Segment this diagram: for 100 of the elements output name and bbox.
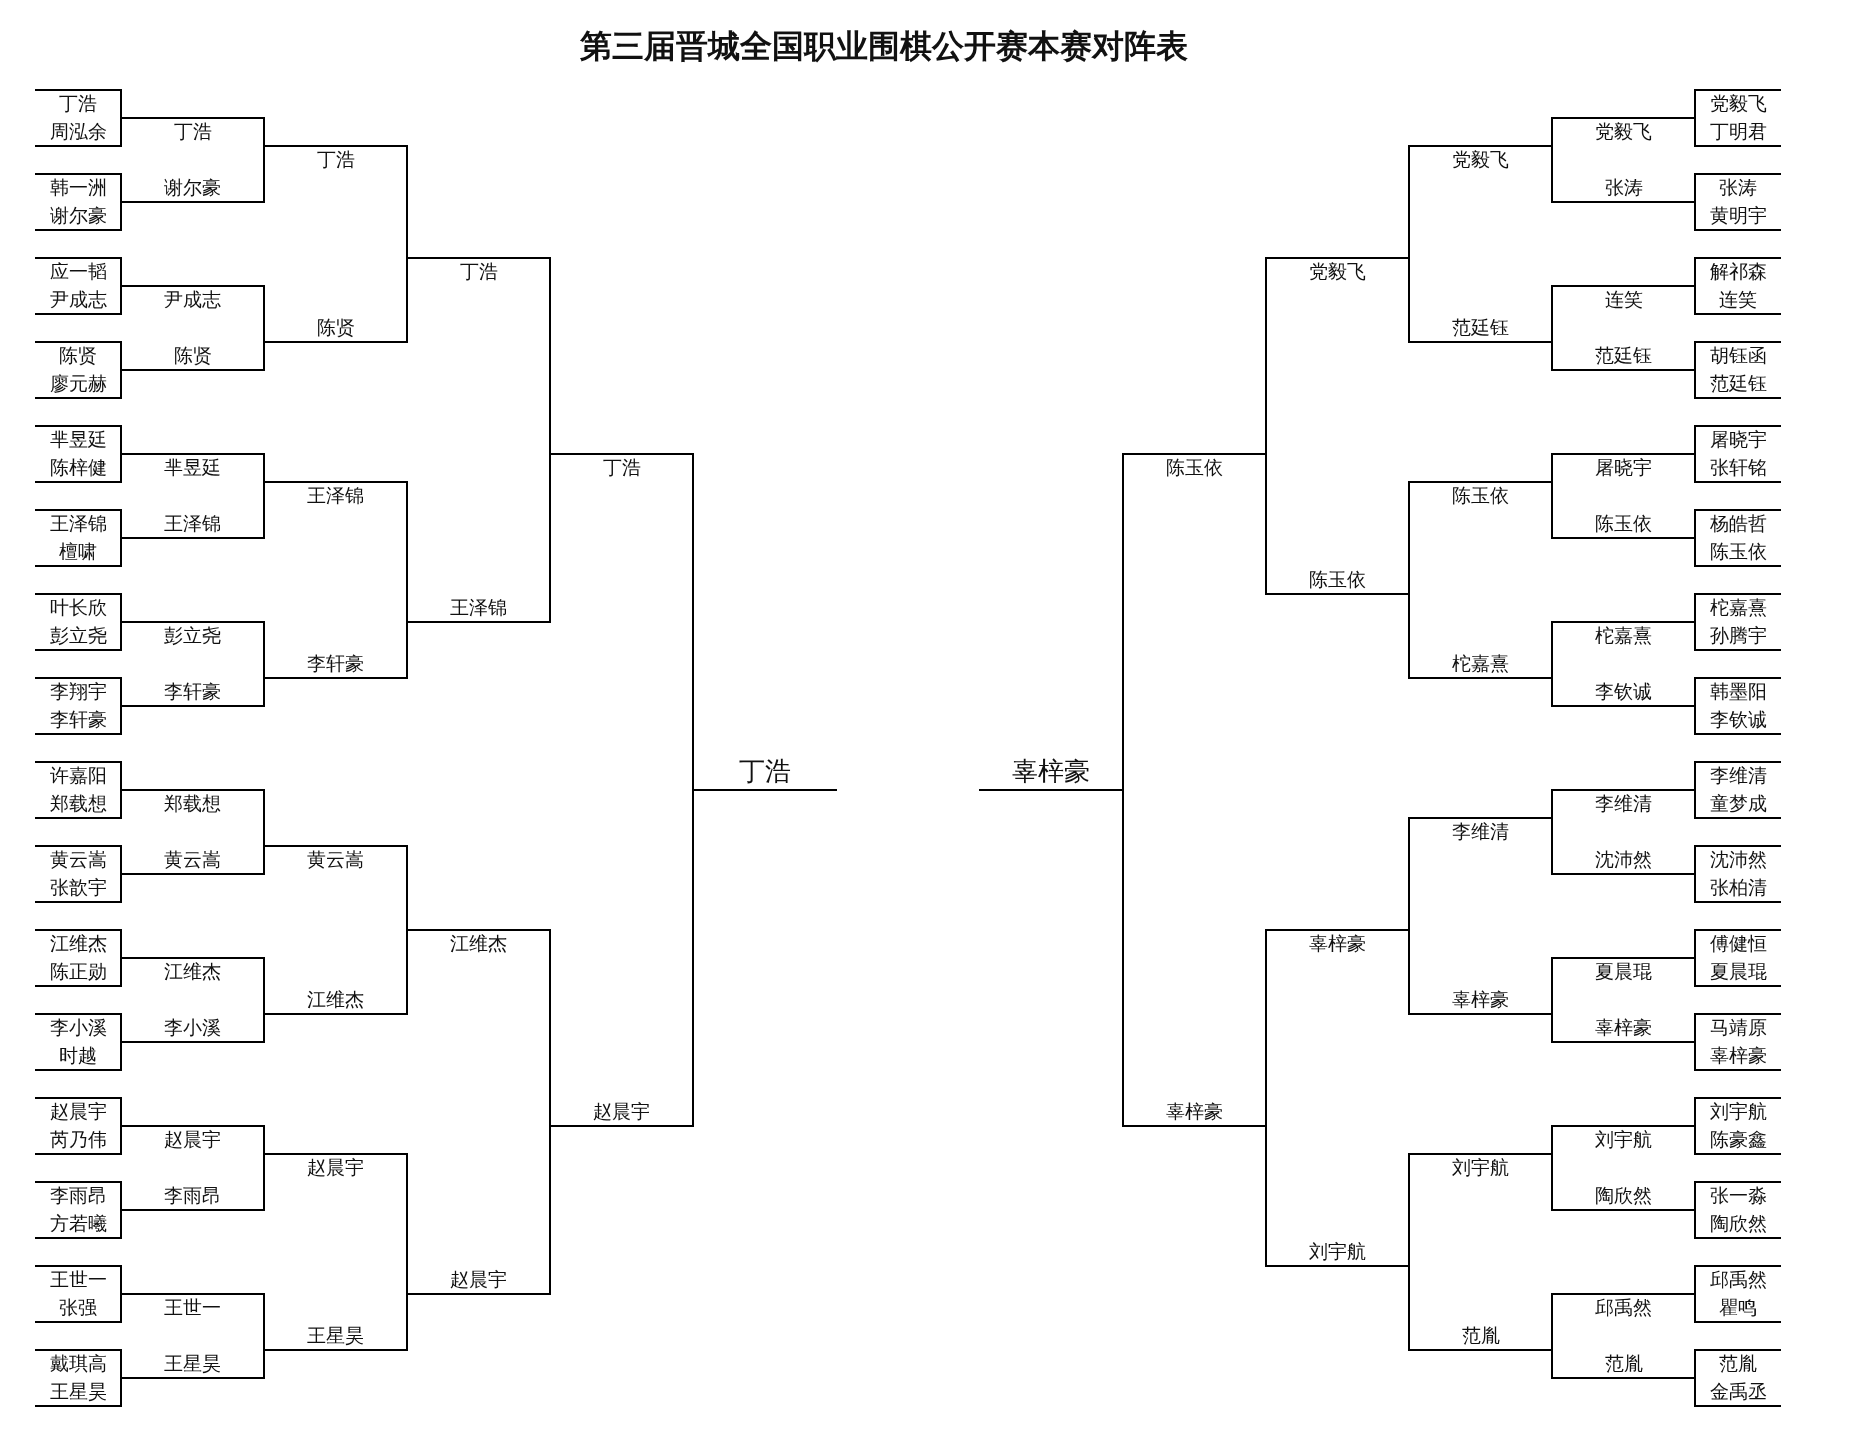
player-name: 党毅飞 [1309,261,1366,283]
player-name: 李钦诚 [1709,709,1767,731]
player-name: 陈贤 [316,317,355,339]
player-name: 张强 [59,1297,97,1319]
player-name: 李翔宇 [49,681,107,703]
player-name: 陈玉依 [1709,541,1767,563]
player-name: 芈昱廷 [164,457,221,479]
player-name: 李雨昂 [164,1185,221,1207]
player-name: 陈贤 [173,345,212,367]
player-name: 黄明宇 [1709,205,1767,227]
player-name: 王泽锦 [49,513,107,535]
player-name: 陈玉依 [1166,457,1223,479]
player-name: 赵晨宇 [307,1157,364,1179]
player-name: 戴琪高 [49,1353,107,1375]
player-name: 李小溪 [164,1017,221,1039]
player-name: 丁浩 [316,149,355,171]
player-name: 丁浩 [602,457,641,479]
player-name: 范胤 [1461,1325,1500,1347]
player-name: 江维杰 [164,961,221,983]
player-name: 王星昊 [164,1353,221,1375]
player-name: 江维杰 [307,989,364,1011]
player-name: 陈正勋 [49,961,107,983]
player-name: 李轩豪 [49,709,107,731]
player-name: 韩墨阳 [1709,681,1767,703]
player-name: 韩一洲 [49,177,107,199]
player-name: 黄云嵩 [164,849,221,871]
player-name: 党毅飞 [1452,149,1509,171]
player-name: 黄云嵩 [49,849,107,871]
player-name: 陶欣然 [1595,1185,1652,1207]
player-name: 辜梓豪 [1309,933,1366,955]
player-name: 王世一 [49,1269,107,1291]
player-name: 陈豪鑫 [1709,1129,1767,1151]
player-name: 张涛 [1719,177,1757,199]
player-name: 丁浩 [173,121,212,143]
player-name: 江维杰 [450,933,507,955]
player-name: 许嘉阳 [49,765,107,787]
player-name: 谢尔豪 [164,177,221,199]
player-name: 丁明君 [1709,121,1767,143]
player-name: 李轩豪 [164,681,221,703]
player-name: 范廷钰 [1452,317,1509,339]
player-name: 江维杰 [49,933,107,955]
player-name: 屠晓宇 [1595,457,1652,479]
player-name: 彭立尧 [49,625,107,647]
player-name: 彭立尧 [164,625,221,647]
player-name: 赵晨宇 [450,1269,507,1291]
player-name: 连笑 [1604,289,1643,311]
player-name: 邱禹然 [1595,1297,1652,1319]
player-name: 张一淼 [1709,1185,1767,1207]
player-name: 解祁森 [1709,261,1767,283]
player-name: 屠晓宇 [1709,429,1767,451]
player-name: 赵晨宇 [164,1129,221,1151]
player-name: 王星昊 [49,1381,107,1403]
player-name: 郑载想 [49,793,107,815]
player-name: 柁嘉熹 [1709,597,1767,619]
player-name: 胡钰函 [1709,345,1767,367]
player-name: 丁浩 [739,757,791,787]
player-name: 陶欣然 [1709,1213,1767,1235]
player-name: 夏晨琨 [1595,961,1652,983]
player-name: 陈梓健 [49,457,107,479]
title: 第三届晋城全国职业围棋公开赛本赛对阵表 [580,26,1188,66]
player-name: 邱禹然 [1709,1269,1767,1291]
player-name: 方若曦 [49,1213,107,1235]
player-name: 陈贤 [59,345,97,367]
player-name: 辜梓豪 [1595,1017,1652,1039]
player-name: 廖元赫 [49,373,107,395]
player-name: 赵晨宇 [49,1101,107,1123]
player-name: 党毅飞 [1595,121,1652,143]
player-name: 马靖原 [1709,1017,1767,1039]
player-name: 赵晨宇 [593,1101,650,1123]
player-name: 沈沛然 [1709,849,1767,871]
player-name: 柁嘉熹 [1595,625,1652,647]
player-name: 郑载想 [164,793,221,815]
player-name: 应一韬 [49,261,107,283]
player-name: 芮乃伟 [49,1129,107,1151]
player-name: 杨皓哲 [1709,513,1767,535]
player-name: 黄云嵩 [307,849,364,871]
player-name: 连笑 [1719,289,1757,311]
player-name: 尹成志 [49,289,107,311]
player-name: 张涛 [1604,177,1643,199]
player-name: 范廷钰 [1595,345,1652,367]
player-name: 张歆宇 [49,877,107,899]
player-name: 王星昊 [307,1325,364,1347]
player-name: 陈玉依 [1595,513,1652,535]
player-name: 王泽锦 [164,513,221,535]
player-name: 李轩豪 [307,653,364,675]
player-name: 辜梓豪 [1166,1101,1223,1123]
player-name: 辜梓豪 [1452,989,1509,1011]
player-name: 丁浩 [459,261,498,283]
player-name: 李维清 [1595,793,1652,815]
player-name: 党毅飞 [1709,93,1767,115]
player-name: 芈昱廷 [49,429,107,451]
player-name: 刘宇航 [1452,1157,1509,1179]
player-name: 李维清 [1452,821,1509,843]
player-name: 王泽锦 [450,597,507,619]
player-name: 陈玉依 [1452,485,1509,507]
player-name: 张柏清 [1709,877,1767,899]
player-name: 李维清 [1709,765,1767,787]
player-name: 张轩铭 [1709,457,1767,479]
player-name: 时越 [59,1045,97,1067]
player-name: 刘宇航 [1595,1129,1652,1151]
